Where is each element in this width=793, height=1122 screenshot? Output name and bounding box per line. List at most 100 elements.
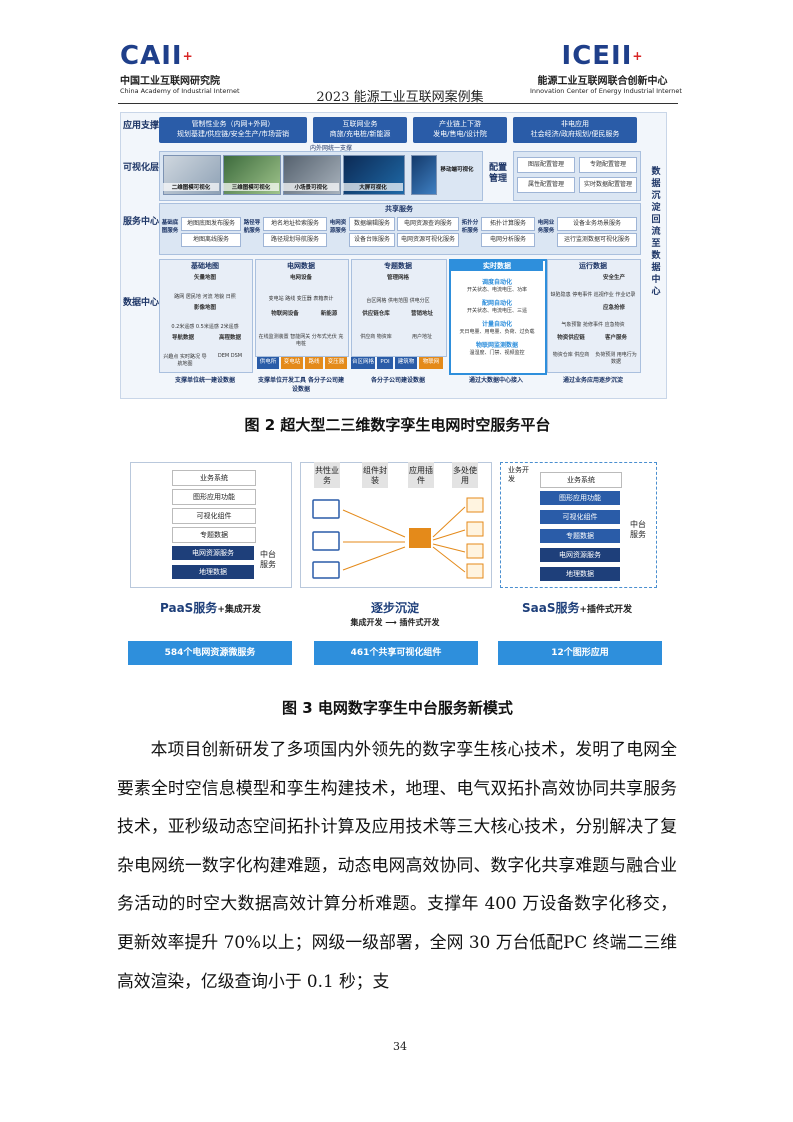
data-panel-title: 基础地图	[191, 262, 219, 270]
ops-safety-item: 停电事件	[572, 292, 593, 298]
svc-item: 运行监测数据可视化服务	[557, 233, 637, 247]
base-map-vector-item: 河流	[202, 294, 213, 300]
body-paragraph-text: 本项目创新研发了多项国内外领先的数字孪生核心技术，发明了电网全要素全时空信息模型…	[117, 739, 677, 991]
page-number: 34	[393, 1040, 407, 1053]
base-map-vector-items: 路网 居民地 河流 地貌 日照	[161, 293, 249, 300]
iceii-logo: ICEII+ 能源工业互联网联合创新中心 Innovation Center o…	[530, 41, 682, 95]
row-label-app: 应用支撑	[123, 121, 160, 131]
topic-supply-items: 供应商 物资库	[353, 333, 399, 340]
center-arrow-left: 集成开发	[350, 618, 383, 627]
caii-name-en: China Academy of Industrial Internet	[120, 87, 240, 95]
paas-title-suffix: +集成开发	[217, 605, 261, 615]
vis-shot-mobile	[411, 155, 437, 195]
row-label-vis: 可视化层	[123, 163, 160, 173]
ops-customer-items: 负荷预测 用电行为数据	[595, 351, 637, 365]
app-box-industry-chain-sub: 发电/售电/设计院	[433, 130, 487, 138]
ops-supply-chain-items: 物资仓库 供应商	[549, 351, 593, 358]
vis-label-2d: 二维图模可视化	[163, 183, 219, 191]
ops-supply-chain-item: 物资仓库	[552, 352, 573, 358]
paas-tag: 地理数据	[172, 565, 254, 579]
base-map-vector: 矢量地图	[193, 275, 216, 281]
iceii-name-en: Innovation Center of Energy Industrial I…	[530, 87, 682, 95]
laptop-icon	[312, 499, 340, 519]
center-arrow-row: 集成开发 ⟶ 插件式开发	[300, 617, 490, 628]
config-item: 属性配置管理	[517, 177, 575, 193]
saas-title-main: SaaS服务	[522, 601, 580, 615]
svc-group-name: 拓扑分析服务	[461, 220, 479, 234]
figure-2-caption: 图 2 超大型二三维数字孪生电网时空服务平台	[244, 416, 551, 434]
chip: 供电所	[257, 357, 279, 369]
ops-emergency-item: 抢修事件	[582, 322, 603, 328]
topic-supply: 供应链仓库	[362, 311, 390, 317]
base-map-elevation: 高程数据	[218, 335, 241, 341]
bottom-note: 各分子公司建设数据	[370, 377, 425, 384]
chip: 建筑物	[395, 357, 417, 369]
center-top-item: 多处使用	[452, 462, 478, 488]
grid-equipment-item: 变电站	[268, 296, 284, 302]
center-top-item: 应用插件	[408, 462, 434, 488]
rt-item-desc: 开关状态、电流电压、功率	[466, 287, 527, 293]
app-box-regulated-title: 管制性业务（内网+外网）	[191, 120, 275, 128]
app-box-non-power-title: 非电应用	[561, 120, 589, 128]
body-paragraph: 本项目创新研发了多项国内外领先的数字孪生核心技术，发明了电网全要素全时空信息模型…	[117, 730, 677, 1000]
rt-item-title: 调度自动化	[481, 279, 512, 286]
stat-bar-microservices: 584个电网资源微服务	[128, 641, 292, 665]
data-panel-topic	[351, 259, 447, 357]
ops-safety-item: 巡视作业	[593, 292, 614, 298]
saas-tag: 地理数据	[540, 567, 620, 581]
ops-emergency: 应急抢修	[602, 305, 625, 311]
saas-middle-label: 中台服务	[630, 520, 646, 539]
base-map-vector-item: 居民地	[185, 294, 201, 300]
svc-item: 地名地址检索服务	[263, 217, 327, 231]
topic-supply-item: 物资库	[376, 334, 392, 340]
data-panel-title: 运行数据	[579, 262, 607, 270]
header-rule	[118, 103, 678, 104]
grid-iot-item: 在线监测装置	[258, 334, 289, 340]
rt-item-desc: 温湿度、门禁、视频监控	[469, 350, 525, 356]
center-top-item: 共性业务	[314, 462, 340, 488]
chip: 路线	[305, 357, 323, 369]
config-item: 图层配置管理	[517, 157, 575, 173]
ops-safety-item: 缺陷隐患	[550, 292, 571, 298]
base-map-elevation-item: DSM	[230, 353, 243, 359]
cube-icon	[466, 521, 484, 537]
stat-bar-apps: 12个图形应用	[498, 641, 662, 665]
center-arrow-right: 插件式开发	[399, 618, 440, 627]
inner-outer-note: 内外网统一支撑	[309, 145, 352, 152]
side-label-data-backflow: 数据沉淀回流至数据中心	[651, 167, 661, 297]
app-box-regulated-sub: 规划基建/供应链/安全生产/市场营销	[176, 130, 290, 138]
row-label-service: 服务中心	[123, 217, 160, 227]
svc-item: 设备台账服务	[349, 233, 395, 247]
bottom-note: 通过大数据中心接入	[468, 377, 523, 384]
saas-tag: 业务系统	[540, 472, 622, 488]
topic-grid-item: 供电范围	[387, 298, 408, 304]
cube-icon	[466, 543, 484, 559]
app-box-industry-chain: 产业链上下游 发电/售电/设计院	[413, 117, 507, 143]
data-panel-base-map	[159, 259, 253, 373]
base-map-vector-item: 路网	[174, 294, 185, 300]
package-icon	[409, 528, 431, 548]
rt-item-desc: 天日电量、用电量、负荷、过负载	[459, 329, 535, 335]
bottom-note: 支撑单位统一建设数据	[174, 377, 235, 384]
caii-logo-text: CAII	[120, 41, 183, 71]
paas-tag: 专题数据	[172, 527, 256, 543]
config-item: 专题配置管理	[579, 157, 637, 173]
center-title: 逐步沉淀	[370, 601, 419, 615]
grid-new-energy: 新能源	[320, 311, 338, 317]
paas-middle-label: 中台服务	[260, 550, 276, 569]
vis-label-mobile: 移动端可视化	[440, 167, 474, 173]
topic-grid-item: 台区网格	[366, 298, 387, 304]
svc-group-name: 基础底图服务	[161, 220, 179, 234]
chip: POI	[377, 357, 393, 369]
ops-customer-item: 用电行为数据	[610, 352, 637, 365]
data-panel-title: 专题数据	[384, 262, 412, 270]
rt-item-title: 计量自动化	[481, 321, 512, 328]
grid-iot-items: 在线监测装置 智能网关 分布式光伏 充电桩	[257, 333, 345, 347]
data-panel-realtime	[449, 259, 547, 375]
saas-title: SaaS服务+插件式开发	[522, 599, 642, 616]
chip: 变电站	[281, 357, 303, 369]
base-map-image-item: 0.5米遥感	[195, 324, 219, 330]
app-box-regulated: 管制性业务（内网+外网） 规划基建/供应链/安全生产/市场营销	[159, 117, 307, 143]
figure-2-platform-diagram: 应用支撑 可视化层 服务中心 数据中心 管制性业务（内网+外网） 规划基建/供应…	[120, 112, 667, 399]
data-panel-title: 电网数据	[287, 262, 315, 270]
